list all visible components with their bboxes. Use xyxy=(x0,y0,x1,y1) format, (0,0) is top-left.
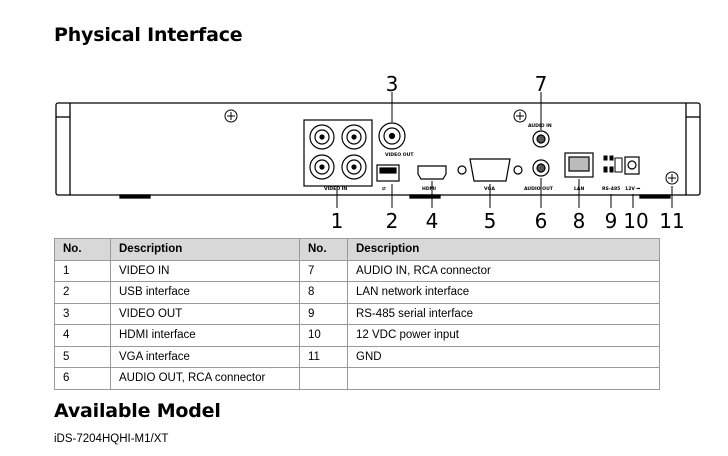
cell: GND xyxy=(347,345,660,368)
screw-icon xyxy=(665,171,679,185)
cell: 1 xyxy=(54,259,111,282)
label-audio-in: AUDIO IN xyxy=(528,123,552,129)
callout-10: 10 xyxy=(623,209,648,232)
cell: 2 xyxy=(54,281,111,304)
label-power: 12V ⎓ xyxy=(625,186,641,192)
cell: 7 xyxy=(299,259,348,282)
audio-out-port: AUDIO OUT xyxy=(524,159,554,192)
cell xyxy=(347,367,660,390)
col-description: Description xyxy=(347,238,660,261)
col-no: No. xyxy=(54,238,111,261)
cell: 10 xyxy=(299,324,348,347)
table-row: 4 HDMI interface 10 12 VDC power input xyxy=(54,324,660,347)
video-out-port: VIDEO OUT xyxy=(378,122,414,158)
cell: HDMI interface xyxy=(110,324,300,347)
cell: VGA interface xyxy=(110,345,300,368)
callout-1: 1 xyxy=(331,209,344,232)
usb-port: ⇄ xyxy=(376,164,400,192)
label-rs485: RS-485 xyxy=(602,186,620,192)
screw-icon xyxy=(224,109,238,123)
model-number: iDS-7204HQHI-M1/XT xyxy=(54,433,169,445)
label-audio-out: AUDIO OUT xyxy=(524,186,554,192)
cell: AUDIO OUT, RCA connector xyxy=(110,367,300,390)
cell: USB interface xyxy=(110,281,300,304)
callout-6: 6 xyxy=(535,209,548,232)
label-video-out: VIDEO OUT xyxy=(385,152,414,158)
col-no: No. xyxy=(299,238,348,261)
table-header-row: No. Description No. Description xyxy=(54,238,660,261)
cell: RS-485 serial interface xyxy=(347,302,660,325)
cell: 8 xyxy=(299,281,348,304)
cell: VIDEO IN xyxy=(110,259,300,282)
cell: 4 xyxy=(54,324,111,347)
cell: 12 VDC power input xyxy=(347,324,660,347)
hdmi-port: HDMI xyxy=(417,165,447,192)
callout-5: 5 xyxy=(484,209,497,232)
video-in-ports: VIDEO IN xyxy=(303,119,373,192)
usb-icon: ⇄ xyxy=(382,186,386,192)
table-row: 2 USB interface 8 LAN network interface xyxy=(54,281,660,304)
cell: 11 xyxy=(299,345,348,368)
callout-8: 8 xyxy=(573,209,586,232)
table-row: 5 VGA interface 11 GND xyxy=(54,345,660,368)
cell: 5 xyxy=(54,345,111,368)
callout-2: 2 xyxy=(386,209,399,232)
section-title: Available Model xyxy=(54,400,221,422)
cell: LAN network interface xyxy=(347,281,660,304)
table-row: 1 VIDEO IN 7 AUDIO IN, RCA connector xyxy=(54,259,660,282)
label-video-in: VIDEO IN xyxy=(324,186,347,192)
cell: VIDEO OUT xyxy=(110,302,300,325)
chassis xyxy=(55,102,701,199)
rs485-port: RS-485 xyxy=(602,155,623,192)
cell: 9 xyxy=(299,302,348,325)
callout-4: 4 xyxy=(426,209,439,232)
cell: 3 xyxy=(54,302,111,325)
label-hdmi: HDMI xyxy=(422,186,436,192)
cell: 6 xyxy=(54,367,111,390)
callout-7: 7 xyxy=(535,72,548,96)
power-port: 12V ⎓ xyxy=(624,156,641,192)
page-title: Physical Interface xyxy=(54,24,243,46)
cell: AUDIO IN, RCA connector xyxy=(347,259,660,282)
callout-3: 3 xyxy=(386,72,399,96)
callout-11: 11 xyxy=(659,209,684,232)
callout-9: 9 xyxy=(605,209,618,232)
interface-table: No. Description No. Description 1 VIDEO … xyxy=(54,238,660,390)
screw-icon xyxy=(513,109,527,123)
col-description: Description xyxy=(110,238,300,261)
table-row: 3 VIDEO OUT 9 RS-485 serial interface xyxy=(54,302,660,325)
table-row: 6 AUDIO OUT, RCA connector xyxy=(54,367,660,390)
rear-panel-diagram: VIDEO IN VIDEO OUT ⇄ HDMI VGA AUDIO IN A… xyxy=(55,72,701,232)
audio-in-port: AUDIO IN xyxy=(528,123,552,148)
cell xyxy=(299,367,348,390)
